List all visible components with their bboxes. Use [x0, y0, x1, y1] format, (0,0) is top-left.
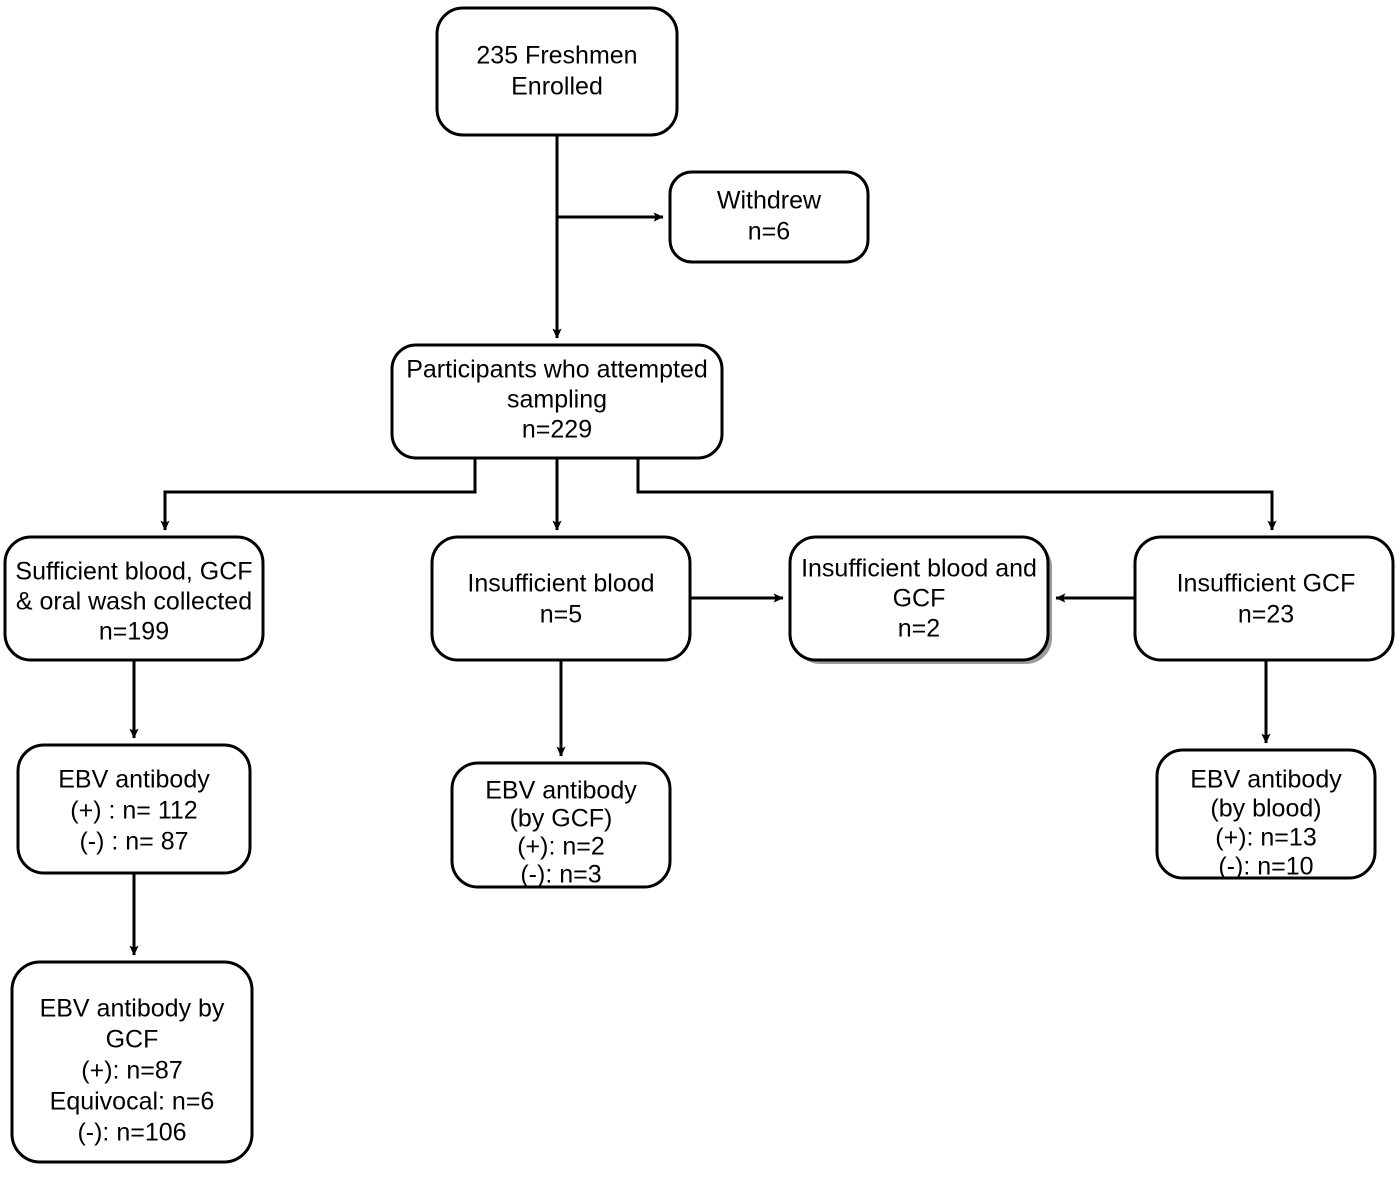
node-ebv-antibody-by-blood[interactable]: EBV antibody (by blood) (+): n=13 (-): n… — [1155, 748, 1377, 881]
node-enrolled-line-2: Enrolled — [511, 73, 603, 101]
node-ebv-sufficient-line-2: (+) : n= 112 — [70, 797, 197, 825]
edge-layer — [129, 135, 1277, 956]
edge-attempted-stub-right — [636, 458, 1277, 531]
node-ebv-gcf-line-1: EBV antibody — [485, 777, 637, 805]
node-ebv-blood-line-1: EBV antibody — [1190, 766, 1342, 794]
node-ebv-blood-line-4: (-): n=10 — [1218, 853, 1313, 881]
node-attempted[interactable]: Participants who attempted sampling n=22… — [390, 343, 724, 460]
node-insufficient-both-line-3: n=2 — [898, 615, 940, 643]
node-insufficient-blood-line-1: Insufficient blood — [467, 570, 654, 598]
node-attempted-line-1: Participants who attempted — [406, 356, 708, 384]
node-insufficient-both-line-2: GCF — [893, 585, 946, 613]
node-insufficient-blood-line-2: n=5 — [540, 601, 582, 629]
node-ebv-antibody-sufficient[interactable]: EBV antibody (+) : n= 112 (-) : n= 87 — [16, 743, 252, 875]
node-insufficient-gcf[interactable]: Insufficient GCF n=23 — [1133, 535, 1395, 662]
node-withdrew[interactable]: Withdrew n=6 — [668, 170, 870, 264]
node-withdrew-line-2: n=6 — [748, 218, 790, 246]
node-sufficient[interactable]: Sufficient blood, GCF & oral wash collec… — [3, 535, 265, 662]
node-ebv-antibody-by-gcf-final[interactable]: EBV antibody by GCF (+): n=87 Equivocal:… — [10, 960, 254, 1164]
node-insufficient-both-line-1: Insufficient blood and — [801, 555, 1037, 583]
node-ebv-blood-line-2: (by blood) — [1210, 795, 1321, 823]
node-ebv-blood-line-3: (+): n=13 — [1215, 824, 1316, 852]
node-ebv-final-line-2: GCF — [106, 1026, 159, 1054]
node-ebv-final-line-4: Equivocal: n=6 — [50, 1088, 215, 1116]
node-insufficient-blood[interactable]: Insufficient blood n=5 — [430, 535, 692, 662]
node-layer: 235 Freshmen Enrolled Withdrew n=6 Parti… — [3, 6, 1395, 1164]
node-sufficient-line-2: & oral wash collected — [16, 588, 252, 616]
node-insufficient-gcf-line-2: n=23 — [1238, 601, 1294, 629]
node-ebv-gcf-line-2: (by GCF) — [510, 805, 613, 833]
node-attempted-line-2: sampling — [507, 386, 607, 414]
node-enrolled[interactable]: 235 Freshmen Enrolled — [435, 6, 679, 137]
node-insufficient-gcf-line-1: Insufficient GCF — [1177, 570, 1356, 598]
node-ebv-final-line-1: EBV antibody by — [40, 995, 225, 1023]
node-attempted-line-3: n=229 — [522, 416, 592, 444]
node-sufficient-line-1: Sufficient blood, GCF — [15, 558, 252, 586]
node-ebv-final-line-3: (+): n=87 — [81, 1057, 182, 1085]
node-enrolled-line-1: 235 Freshmen — [476, 42, 637, 70]
node-insufficient-blood-and-gcf[interactable]: Insufficient blood and GCF n=2 — [788, 535, 1052, 664]
node-ebv-gcf-line-4: (-): n=3 — [520, 861, 601, 889]
node-sufficient-line-3: n=199 — [99, 618, 169, 646]
node-withdrew-line-1: Withdrew — [717, 187, 822, 215]
node-ebv-sufficient-line-3: (-) : n= 87 — [79, 828, 188, 856]
node-ebv-gcf-line-3: (+): n=2 — [517, 833, 605, 861]
node-ebv-final-line-5: (-): n=106 — [77, 1119, 186, 1147]
node-ebv-antibody-by-gcf[interactable]: EBV antibody (by GCF) (+): n=2 (-): n=3 — [450, 761, 672, 889]
node-ebv-sufficient-line-1: EBV antibody — [58, 766, 210, 794]
edge-attempted-stub-left — [160, 458, 477, 531]
